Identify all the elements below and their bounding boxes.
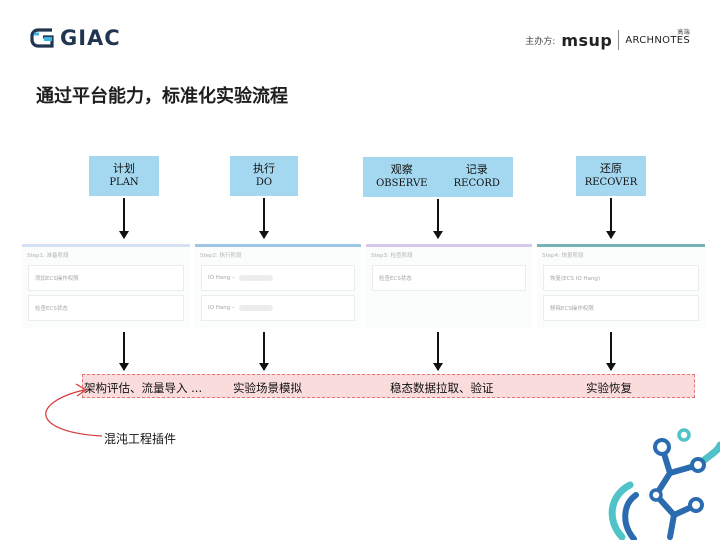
step-header: Step3: 检查阶段	[371, 253, 413, 259]
step-panel-1: Step1: 准备阶段 添加ECS操作权限 检查ECS状态	[22, 244, 190, 328]
step-card: 添加ECS操作权限	[28, 265, 184, 291]
step-card: IO Hang –	[201, 265, 355, 291]
band-label-recover: 实验恢复	[586, 381, 632, 395]
arrow-down-observe	[433, 199, 443, 239]
arrow-down-do	[259, 198, 269, 239]
step-card-label: IO Hang –	[208, 275, 235, 281]
band-label-observe: 稳态数据拉取、验证	[390, 381, 494, 395]
giac-logo-mark-icon	[30, 28, 54, 48]
step-card: 检查ECS状态	[372, 265, 526, 291]
curved-arrow-icon	[45, 383, 103, 437]
step-bar	[22, 244, 190, 247]
arrow-down-band-3	[433, 332, 443, 371]
phase-do: 执行 DO	[230, 156, 298, 196]
step-header: Step1: 准备阶段	[27, 253, 69, 259]
sponsor-label: 主办方:	[525, 36, 556, 47]
logo-text: GIAC	[60, 26, 121, 50]
arrow-down-plan	[119, 198, 129, 239]
phase-plan-en: PLAN	[109, 177, 139, 188]
phase-observe-record: 观察 OBSERVE 记录 RECORD	[363, 157, 513, 197]
phase-observe-zh: 观察	[390, 163, 413, 176]
step-card: IO Hang –	[201, 295, 355, 321]
step-panel-4: Step4: 恢复阶段 恢复(ECS IO Hang) 移除ECS操作权限	[537, 244, 705, 328]
sponsor-archnotes-logo: ARCHNOTES 高端	[625, 29, 690, 46]
sponsor-block: 主办方: msup ARCHNOTES 高端	[525, 28, 690, 52]
step-card-label: 检查ECS状态	[35, 306, 68, 312]
phase-observe-en: OBSERVE	[376, 178, 428, 189]
phase-record-en: RECORD	[453, 178, 500, 189]
step-bar	[366, 244, 532, 247]
arrow-down-band-1	[119, 332, 129, 371]
step-header: Step4: 恢复阶段	[542, 253, 584, 259]
page-title: 通过平台能力，标准化实验流程	[36, 86, 288, 107]
step-card: 检查ECS状态	[28, 295, 184, 321]
step-card: 恢复(ECS IO Hang)	[543, 265, 699, 291]
step-bar	[195, 244, 361, 247]
step-card-label: 检查ECS状态	[379, 276, 412, 282]
redacted-pill	[238, 275, 273, 281]
band-label-do: 实验场景模拟	[233, 381, 302, 395]
sponsor-divider	[618, 30, 620, 50]
phase-record-zh: 记录	[465, 163, 488, 176]
sponsor-archnotes-sub: 高端	[677, 28, 690, 36]
phase-plan-zh: 计划	[113, 162, 135, 175]
plugin-label: 混沌工程插件	[104, 432, 177, 446]
arrow-down-recover	[606, 198, 616, 239]
step-bar	[537, 244, 705, 247]
giac-logo: GIAC	[30, 26, 122, 52]
step-card-label: 恢复(ECS IO Hang)	[550, 276, 601, 282]
arrow-down-band-2	[259, 332, 269, 371]
step-header: Step2: 执行阶段	[200, 253, 242, 259]
sponsor-archnotes-text: ARCHNOTES	[625, 34, 690, 46]
phase-do-en: DO	[255, 177, 273, 188]
step-card-label: 移除ECS操作权限	[550, 306, 594, 312]
step-panel-2: Step2: 执行阶段 IO Hang – IO Hang –	[195, 244, 361, 328]
sponsor-msup-logo: msup	[561, 30, 613, 50]
network-decoration-icon	[608, 428, 720, 540]
step-card: 移除ECS操作权限	[543, 295, 699, 321]
phase-recover-zh: 还原	[600, 162, 622, 175]
arrow-down-band-4	[606, 332, 616, 371]
chaos-plugin-band	[82, 374, 695, 398]
band-label-plan: 架构评估、流量导入 ...	[84, 381, 203, 395]
phase-do-zh: 执行	[253, 162, 275, 175]
phase-plan: 计划 PLAN	[89, 156, 159, 196]
phase-record: 记录 RECORD	[454, 163, 500, 191]
step-panel-3: Step3: 检查阶段 检查ECS状态	[366, 244, 532, 328]
step-card-label: IO Hang –	[208, 305, 235, 311]
phase-observe: 观察 OBSERVE	[376, 163, 427, 191]
step-card-label: 添加ECS操作权限	[35, 276, 79, 282]
redacted-pill	[238, 305, 273, 311]
phase-recover: 还原 RECOVER	[576, 156, 646, 196]
phase-recover-en: RECOVER	[584, 177, 638, 188]
